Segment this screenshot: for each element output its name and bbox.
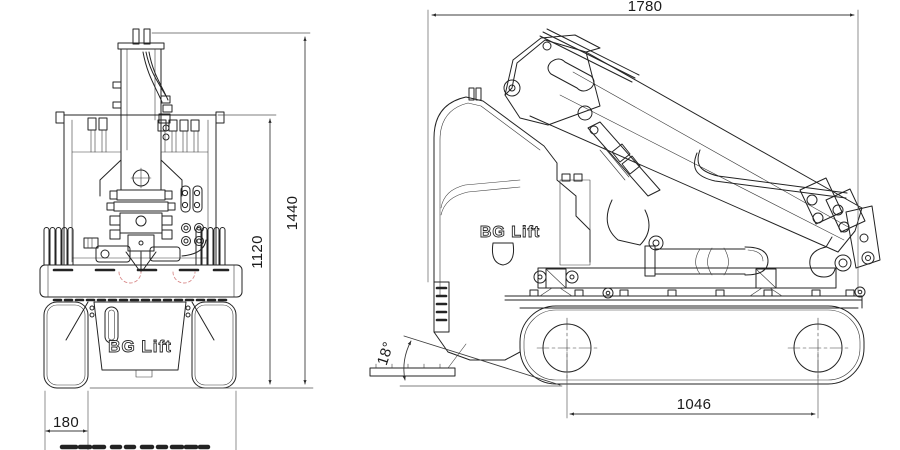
- slewing-assembly: [106, 189, 176, 273]
- undercarriage-front: BG Lift: [43, 298, 237, 389]
- side-view: BG Lift: [369, 28, 881, 385]
- front-view-logo: BG Lift: [108, 337, 172, 356]
- dimension-track-width: 180: [44, 390, 237, 450]
- track-side: [519, 305, 865, 385]
- centre-panel: [93, 301, 187, 371]
- side-view-logo: BG Lift: [480, 224, 540, 241]
- link-plate: [799, 177, 843, 225]
- dimension-chassis-height: 1120: [89, 114, 314, 389]
- outrigger-beam: [39, 264, 243, 298]
- dimension-label-overall-length: 1780: [628, 0, 663, 15]
- boom: [503, 28, 863, 253]
- dimension-label-overall-height: 1440: [284, 196, 301, 231]
- body-shell: BG Lift: [369, 87, 664, 377]
- dimension-wheelbase: 1046: [566, 351, 819, 419]
- crane-mast: [112, 28, 173, 191]
- dimension-overall-length: 1780: [427, 0, 859, 293]
- chassis: [55, 111, 225, 266]
- front-view: BG Lift: [39, 28, 243, 389]
- winch: [644, 245, 769, 277]
- handle-cutout: [492, 242, 514, 266]
- hidden-detail-arcs: [118, 271, 196, 284]
- deck-frame: [504, 245, 866, 309]
- dimensions: 1440 1120 180 1780 1046: [44, 0, 859, 450]
- track-right: [191, 301, 237, 389]
- track-left: [43, 301, 89, 389]
- boom-rest-beam: [537, 267, 837, 289]
- undercarriage-side: [519, 305, 865, 385]
- dimension-label-wheelbase: 1046: [677, 396, 712, 413]
- boom-tip-attachment: [799, 177, 881, 278]
- dimension-label-approach-angle: 18°: [374, 340, 397, 368]
- dimension-approach-angle: 18°: [374, 335, 563, 387]
- dimension-label-chassis-height: 1120: [249, 235, 266, 268]
- outrigger-tubes: [43, 227, 226, 266]
- dimension-overall-height: 1440: [151, 32, 311, 385]
- lift-cylinder: [587, 121, 661, 197]
- dimension-label-track-width: 180: [53, 414, 79, 431]
- link-plate: [825, 188, 866, 233]
- hose-loop: [693, 149, 848, 199]
- front-blade: [369, 367, 456, 377]
- hook: [809, 236, 852, 278]
